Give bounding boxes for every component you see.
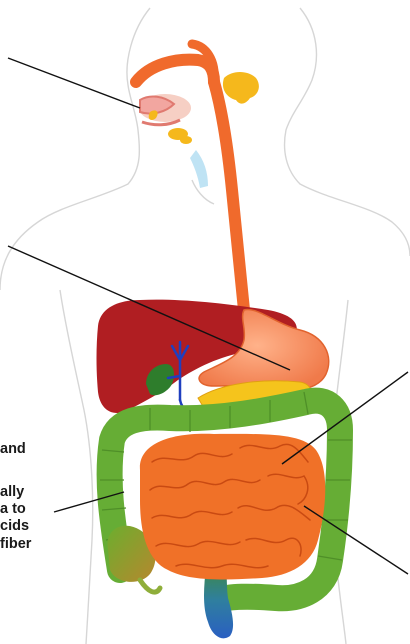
parotid-gland (223, 72, 259, 104)
appendix (140, 580, 160, 592)
label-fragment-3: a to (0, 501, 26, 518)
label-fragment-2: ally (0, 484, 24, 501)
label-fragment-1: and (0, 441, 26, 458)
small-intestine (140, 434, 325, 580)
label-fragment-4: cids (0, 518, 29, 535)
label-fragment-5: fiber (0, 536, 31, 553)
mouth (139, 94, 192, 144)
leader-line-mouth (8, 58, 140, 108)
